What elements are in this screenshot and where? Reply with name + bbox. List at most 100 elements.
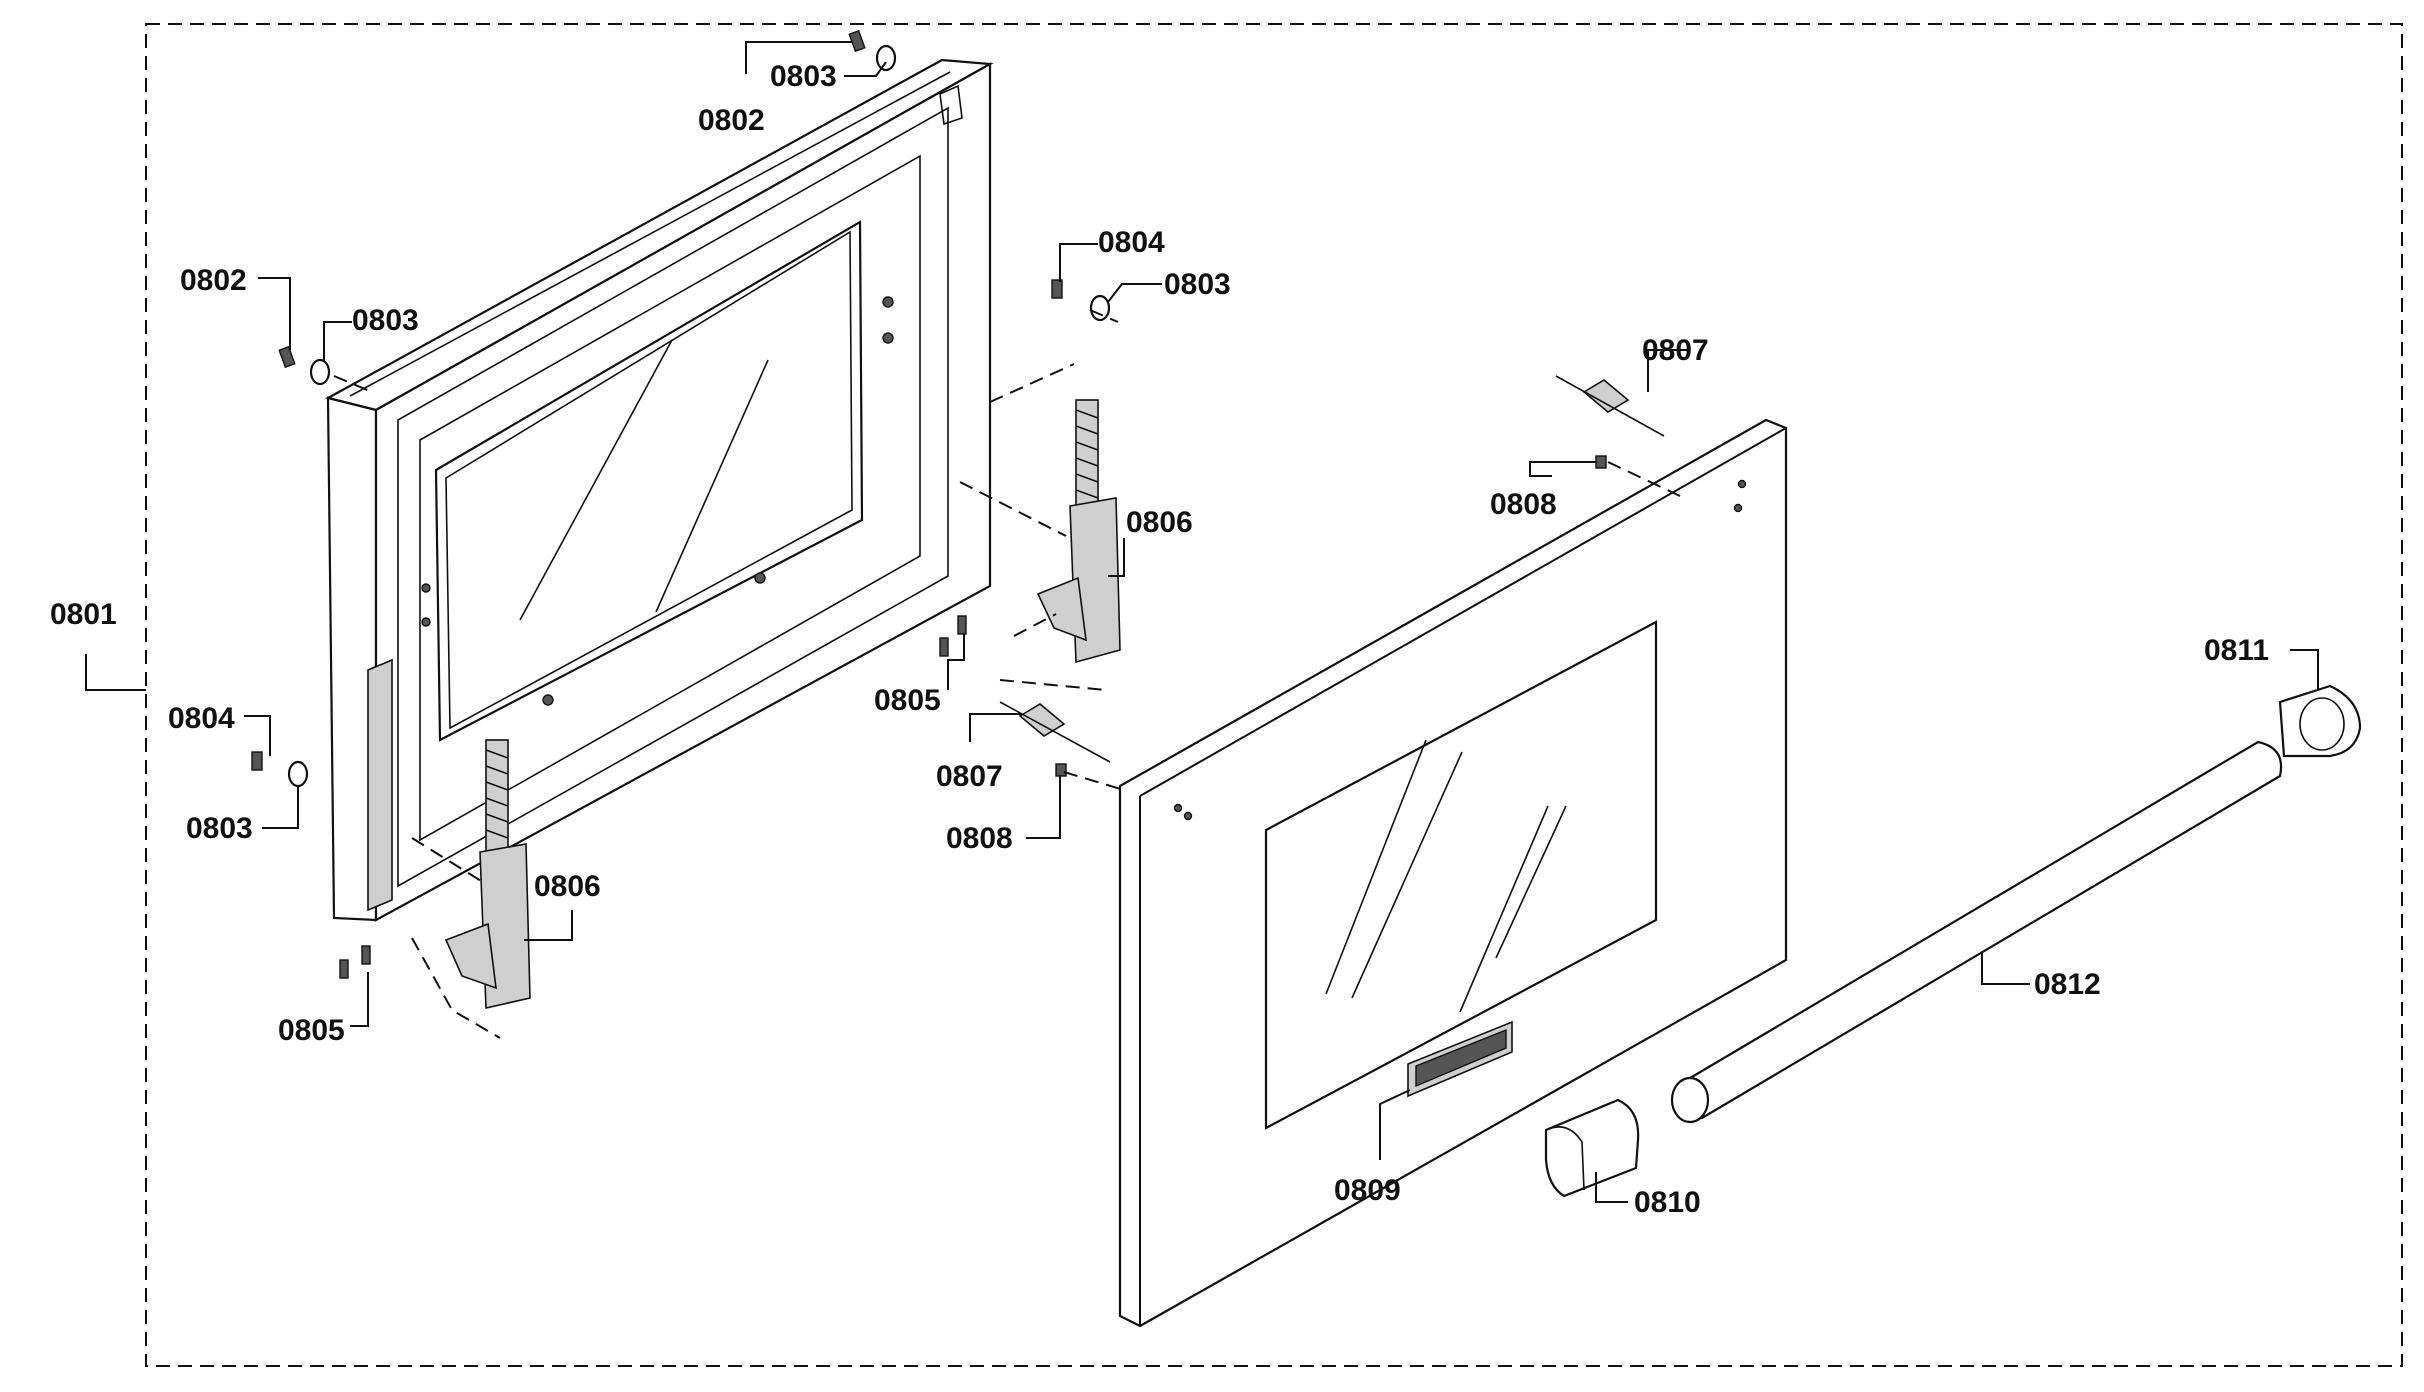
part-label-0808: 0808 (1490, 488, 1557, 521)
hinge-left (444, 739, 531, 1009)
alignment-line (959, 481, 1067, 537)
leader-0807-left (969, 713, 1022, 742)
part-label-0802: 0802 (180, 264, 247, 297)
frame-screw-hole (754, 572, 766, 584)
washer-0803-left-upper (309, 358, 331, 386)
panel-hole (1733, 503, 1743, 513)
leader-0803-left-upper (323, 321, 352, 362)
alignment-line (411, 837, 487, 885)
outer-window (1264, 620, 1658, 1130)
leader-0807-top (1647, 349, 1690, 392)
alignment-line (1089, 309, 1119, 323)
leader-0809 (1379, 1089, 1411, 1160)
end-cap-0810 (1544, 1098, 1640, 1198)
leader-0804-right (1059, 243, 1098, 282)
part-label-0805: 0805 (874, 684, 941, 717)
glass-reflection-line (655, 359, 769, 613)
alignment-line (1607, 461, 1681, 497)
hinge-coil (485, 749, 509, 839)
frame-screw-hole (421, 617, 431, 627)
leader-0802-left (258, 277, 291, 350)
part-label-0804: 0804 (1098, 226, 1165, 259)
screw-0802-top (848, 29, 866, 53)
screw-0808-left (1055, 763, 1067, 777)
leader-0803-left-lower (262, 786, 299, 829)
alignment-line (989, 363, 1075, 403)
frame-screw-hole (882, 332, 894, 344)
leader-0808-left (1026, 776, 1061, 839)
part-label-0803: 0803 (352, 304, 419, 337)
window-reflection-line (1351, 751, 1463, 999)
leader-0806-right (1108, 538, 1125, 577)
part-label-0806: 0806 (534, 870, 601, 903)
standoff-0807-top (1555, 375, 1665, 437)
screw-0805-right (957, 615, 967, 635)
standoff-0807-left (999, 701, 1111, 763)
alignment-line (411, 937, 501, 1039)
brand-badge-inner (1415, 1028, 1507, 1088)
part-label-0803: 0803 (770, 60, 837, 93)
washer-0803-left-lower (287, 760, 309, 788)
frame-inner-recess (419, 154, 921, 842)
part-label-0809: 0809 (1334, 1174, 1401, 1207)
leader-0804-left (244, 715, 271, 756)
assembly-boundary (145, 23, 2403, 1367)
part-label-0801: 0801 (50, 598, 117, 631)
part-label-0811: 0811 (2204, 634, 2269, 667)
panel-hole (1173, 803, 1183, 813)
part-label-0807: 0807 (936, 760, 1003, 793)
hinge-arm (1036, 576, 1087, 642)
screw-0802-left (278, 345, 296, 369)
window-reflection-line (1459, 805, 1549, 1013)
leader-0812 (1981, 952, 2030, 985)
screw-0804-left (251, 751, 263, 771)
leader-0803-top (844, 61, 887, 77)
glass-reflection-line (519, 339, 673, 621)
frame-inner-lip (397, 106, 949, 888)
alignment-line (1063, 771, 1125, 791)
inner-glass-pane (434, 220, 864, 742)
leader-0806-left (524, 910, 573, 941)
hinge-right (1036, 399, 1121, 664)
part-label-0808: 0808 (946, 822, 1013, 855)
washer-0803-top (875, 44, 897, 72)
screw-0805-right (939, 637, 949, 657)
hinge-coil (1075, 409, 1099, 499)
part-label-0804: 0804 (168, 702, 235, 735)
outer-panel-edge (1139, 427, 1787, 797)
leader-0810 (1595, 1172, 1628, 1203)
part-label-0803: 0803 (186, 812, 253, 845)
screw-0804-right (1051, 279, 1063, 299)
window-reflection-line (1325, 739, 1427, 995)
leader-0805-right (947, 634, 965, 690)
end-cap-0811 (2278, 684, 2362, 758)
handle-bar-0812 (1670, 740, 2283, 1124)
screw-0805-left (361, 945, 371, 965)
part-label-0803: 0803 (1164, 268, 1231, 301)
leader-0802-top (745, 41, 852, 74)
frame-seam (349, 71, 951, 397)
washer-0803-right (1089, 294, 1111, 322)
leader-0805-left (350, 972, 369, 1027)
outer-door-panel (1118, 418, 1788, 1328)
leader-0811 (2290, 649, 2319, 690)
frame-screw-hole (542, 694, 554, 706)
panel-hole (1737, 479, 1747, 489)
screw-0805-left (339, 959, 349, 979)
part-label-0812: 0812 (2034, 968, 2101, 1001)
part-label-0810: 0810 (1634, 1186, 1701, 1219)
part-label-0802: 0802 (698, 104, 765, 137)
leader-0808-top (1529, 461, 1596, 477)
hinge-arm (444, 922, 497, 990)
leader-0803-right (1107, 283, 1162, 303)
panel-hole (1183, 811, 1193, 821)
alignment-line (1013, 613, 1057, 637)
part-label-0807: 0807 (1642, 334, 1709, 367)
screw-0808-top (1595, 455, 1607, 469)
part-label-0805: 0805 (278, 1014, 345, 1047)
alignment-line (333, 375, 373, 393)
frame-screw-hole (421, 583, 431, 593)
frame-corner-bracket (939, 84, 963, 126)
